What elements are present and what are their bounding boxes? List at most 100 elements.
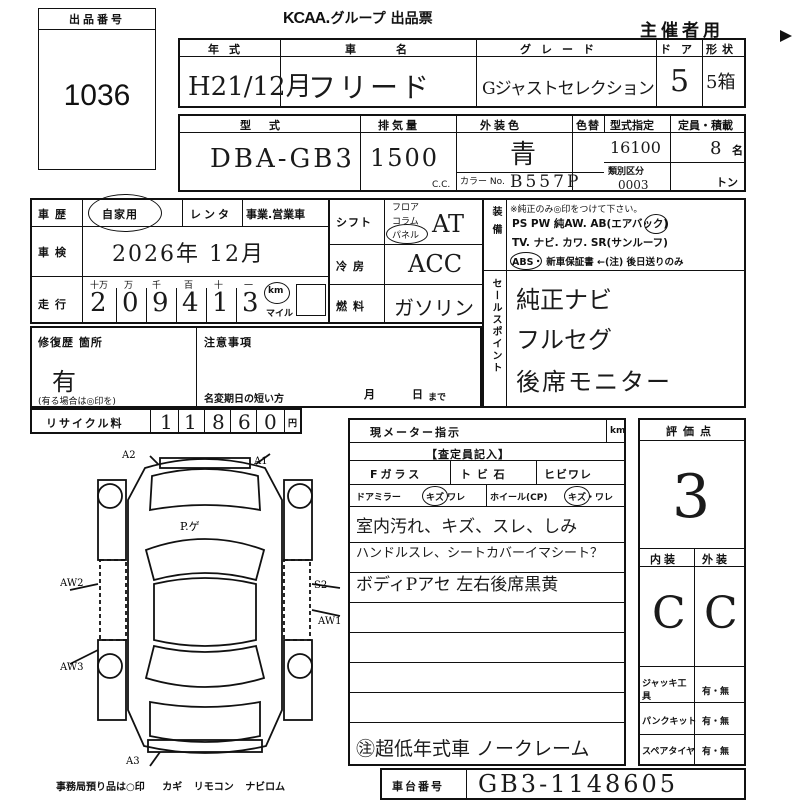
left-rear-panel	[97, 639, 127, 721]
inspector-remark: ハンドルスレ、シートカバーイマシート？	[356, 546, 604, 561]
model-label: 型式	[240, 119, 298, 132]
wheel-scratch-circle	[564, 486, 590, 506]
color-number-label: カラー No.	[460, 177, 505, 187]
shape-label: 形状	[706, 43, 738, 56]
arrow-marker-icon	[780, 30, 792, 42]
model-designation-value: 16100	[610, 138, 661, 157]
door-label: ドア	[660, 43, 702, 56]
diagram-mark: A3	[125, 756, 140, 767]
office-item: カギ	[162, 782, 183, 793]
grade-value: Gジャストセレクション	[482, 79, 655, 99]
mileage-digit: 1	[212, 288, 229, 318]
form-title-text: .グループ 出品票	[325, 11, 433, 27]
recycle-label: リサイクル料	[46, 417, 124, 430]
chassis-value: GB3-1148605	[478, 770, 679, 798]
day-label: 日	[412, 388, 426, 401]
abs-circle	[510, 252, 542, 270]
diagram-mark: A1	[253, 456, 268, 467]
fuel-label: 燃料	[336, 300, 370, 313]
car-roof	[153, 577, 257, 647]
month-label: 月	[364, 388, 378, 401]
diagram-mark: A2	[121, 450, 136, 461]
recycle-unit: 円	[288, 419, 298, 429]
ab-circle	[644, 214, 668, 234]
rear-bumper	[147, 739, 263, 753]
rating-label: 評価点	[666, 425, 717, 438]
spare-tire-option: 有・無	[702, 747, 730, 757]
repair-label: 修復歴 箇所	[38, 336, 103, 349]
place-label: 千	[152, 281, 162, 291]
car-hood	[149, 468, 261, 512]
diagram-mark: AW3	[60, 662, 83, 673]
office-item: リモコン	[193, 782, 234, 793]
fuel-value: ガソリン	[394, 296, 474, 320]
color-number-value: B557P	[510, 172, 582, 192]
left-front-panel	[97, 479, 127, 561]
grade-label: グレード	[520, 43, 604, 56]
equipment-line-1: PS PW 純AW. AB(エアバック)	[512, 218, 669, 230]
jack-option: 有・無	[702, 687, 730, 697]
diagram-mark: AW2	[60, 578, 83, 589]
repair-block: 修復歴 箇所 有 (有る場合は◎印を) 注意事項 名変期日の短い方 月 日 まで	[30, 326, 482, 408]
diagram-mark: S2	[314, 580, 327, 591]
until-label: まで	[428, 393, 447, 403]
wheel-fl	[97, 483, 123, 509]
shift-option-floor: フロア	[392, 203, 420, 213]
car-windshield	[144, 538, 266, 582]
shift-fuel-block: シフト フロア コラム パネル AT 冷房 ACC 燃料 ガソリン	[328, 198, 484, 324]
car-body-outline	[127, 458, 283, 754]
chassis-block: 車台番号 GB3-1148605	[380, 768, 746, 800]
inspector-remark: ボディPアセ 左右後席黒黄	[356, 575, 559, 595]
class-category-label: 類別区分	[608, 167, 645, 177]
exterior-color-label: 外装色	[480, 119, 522, 132]
exterior-label: 外装	[702, 553, 730, 566]
capacity-value: 8	[710, 138, 722, 159]
right-rear-panel	[283, 639, 313, 721]
shift-option-column: コラム	[392, 217, 419, 227]
puncture-kit-option: 有・無	[702, 717, 730, 727]
inspection-label: 車検	[38, 246, 72, 259]
recycle-digit: 0	[264, 410, 277, 434]
organizer-label: 主催者用	[640, 21, 724, 41]
inspector-remark: 室内汚れ、キズ、スレ、しみ	[356, 517, 578, 537]
puncture-kit-label: パンクキット	[642, 717, 697, 727]
car-rear-window	[144, 644, 266, 688]
class-category-value: 0003	[618, 178, 649, 192]
brand-logo: KCAA	[283, 10, 326, 27]
mileage-digit: 0	[122, 288, 139, 318]
selling-points-label: セールスポイント	[490, 278, 501, 374]
windshield-label: Fガラス	[370, 468, 423, 481]
equipment-line-2: TV. ナビ. カワ. SR(サンルーフ)	[512, 237, 668, 249]
row-vehicle-basic: 年式 車名 グレード ドア 形状 H21/12月 フリード Gジャストセレクショ…	[178, 38, 746, 108]
mileage-digit: 3	[242, 288, 259, 318]
mileage-digit: 9	[152, 288, 169, 318]
shift-value: AT	[432, 210, 465, 238]
chassis-label: 車台番号	[392, 780, 444, 793]
vehicle-damage-diagram: A2 A1 AW2 S2 AW1 AW3 A3 P.ゲ	[60, 450, 341, 767]
recycle-block: リサイクル料 1 1 8 6 0 円	[30, 408, 302, 434]
rename-deadline-label: 名変期日の短い方	[204, 394, 284, 405]
mileage-digit: 2	[90, 288, 107, 318]
notes-label: 注意事項	[204, 336, 252, 349]
selling-point-item: 純正ナビ	[516, 286, 612, 314]
right-door	[283, 559, 311, 641]
diagram-mark: P.ゲ	[180, 520, 200, 533]
door-mirror-label: ドアミラー	[356, 493, 401, 503]
windshield-options: ト ビ 石	[460, 468, 506, 481]
meter-unit: km	[610, 426, 626, 436]
place-label: 十	[214, 281, 224, 291]
repair-note: (有る場合は◎印を)	[38, 397, 116, 407]
year-label: 年式	[208, 43, 250, 56]
jack-label: ジャッキ工具	[642, 679, 687, 702]
inspector-title: 【査定員記入】	[426, 448, 510, 461]
model-designation-label: 型式指定	[610, 119, 654, 132]
history-label: 車歴	[38, 208, 72, 221]
displacement-value: 1500	[370, 144, 440, 172]
repaint-label: 色替	[576, 119, 600, 132]
place-label: 十万	[90, 281, 109, 291]
ton-unit: トン	[716, 176, 738, 189]
mileage-digits: 十万 万 千 百 十 一 2 0 9 4 1 3	[86, 278, 266, 324]
repair-value: 有	[52, 368, 76, 396]
inspector-block: 現メーター指示 km 【査定員記入】 Fガラス ト ビ 石 ヒビワレ ドアミラー…	[348, 418, 626, 766]
interior-value: C	[652, 588, 686, 639]
